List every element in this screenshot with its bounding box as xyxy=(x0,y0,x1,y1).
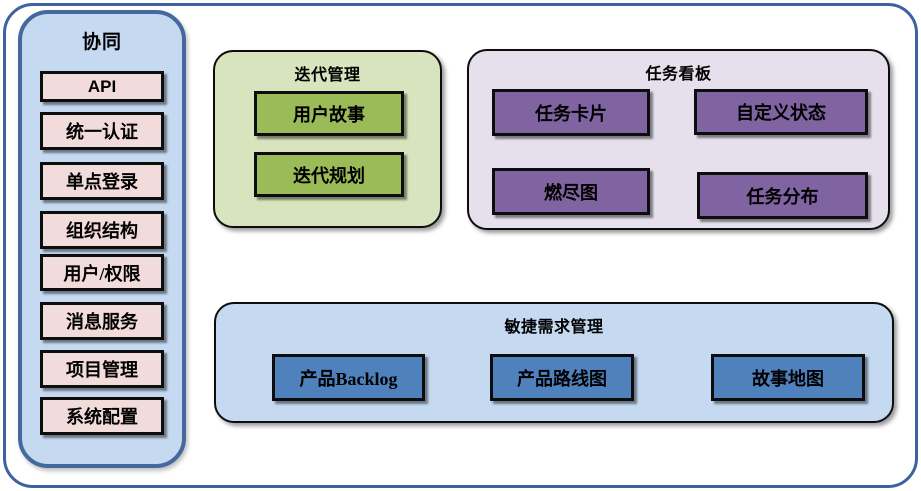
module-task-kanban: 任务看板 任务卡片 自定义状态 燃尽图 任务分布 xyxy=(467,49,890,230)
sidebar-item-sso: 单点登录 xyxy=(40,162,164,200)
module-requirements-title: 敏捷需求管理 xyxy=(504,319,604,336)
module-iteration-title: 迭代管理 xyxy=(294,67,361,84)
sidebar-item-unified-auth: 统一认证 xyxy=(40,112,164,150)
sidebar-item-message-service: 消息服务 xyxy=(40,302,164,340)
item-iteration-planning: 迭代规划 xyxy=(254,152,404,197)
item-product-roadmap: 产品路线图 xyxy=(490,354,634,401)
item-user-story: 用户故事 xyxy=(254,91,404,136)
sidebar-item-system-config: 系统配置 xyxy=(40,397,164,435)
module-iteration-management: 迭代管理 用户故事 迭代规划 xyxy=(213,50,442,228)
item-task-distribution: 任务分布 xyxy=(697,172,868,219)
item-custom-status: 自定义状态 xyxy=(694,89,868,135)
outer-frame xyxy=(3,3,918,488)
module-agile-requirements: 敏捷需求管理 产品Backlog 产品路线图 故事地图 xyxy=(214,302,894,423)
item-burndown-chart: 燃尽图 xyxy=(492,168,650,215)
module-kanban-title: 任务看板 xyxy=(645,66,712,83)
item-product-backlog: 产品Backlog xyxy=(272,354,425,401)
sidebar-title: 协同 xyxy=(81,32,122,53)
item-story-map: 故事地图 xyxy=(711,354,865,401)
sidebar-collaboration: 协同 API 统一认证 单点登录 组织结构 用户/权限 消息服务 项目管理 系统… xyxy=(18,10,186,468)
sidebar-item-org-structure: 组织结构 xyxy=(40,211,164,249)
item-task-card: 任务卡片 xyxy=(492,89,650,136)
sidebar-item-user-permission: 用户/权限 xyxy=(40,254,164,291)
sidebar-item-api: API xyxy=(40,71,164,102)
sidebar-item-project-management: 项目管理 xyxy=(40,350,164,388)
